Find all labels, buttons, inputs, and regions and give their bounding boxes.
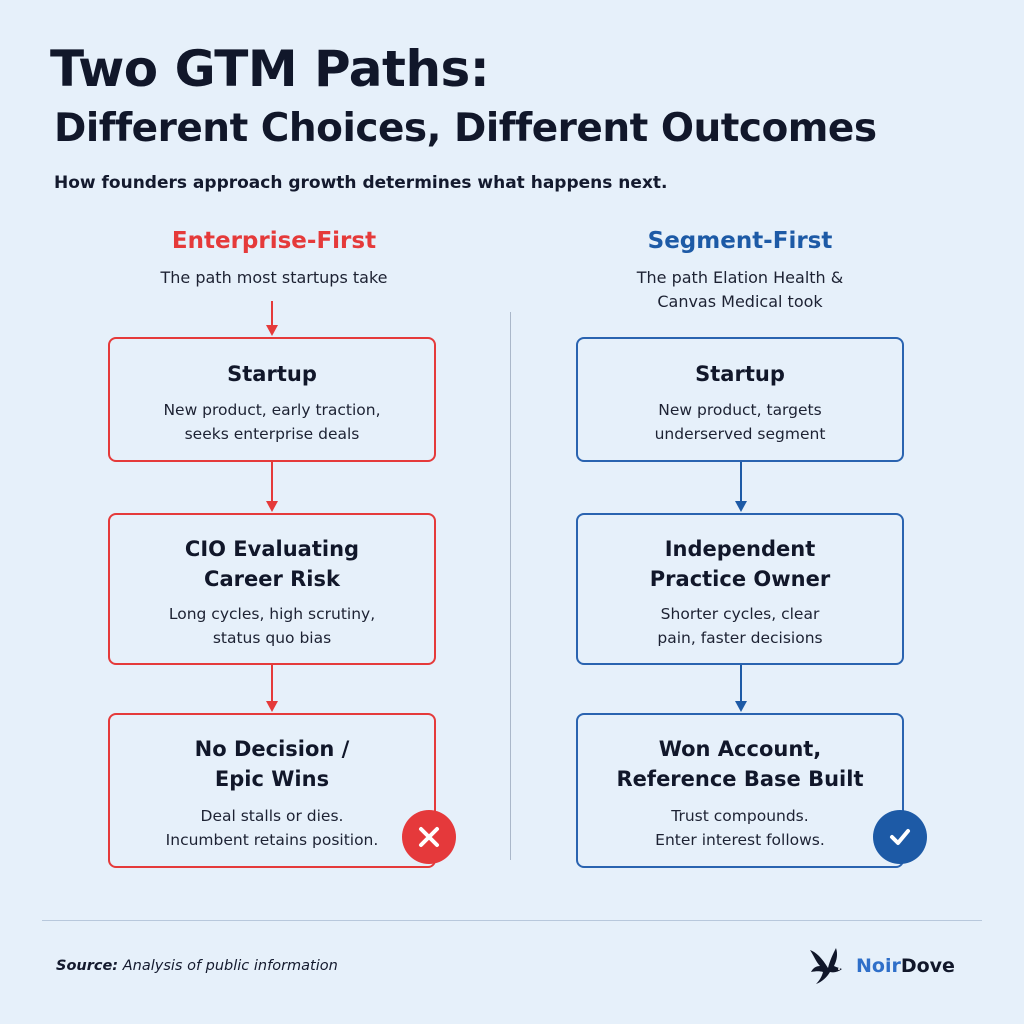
page-title: Two GTM Paths: [50,40,490,98]
left-step-cio: CIO Evaluating Career Risk Long cycles, … [108,513,436,665]
left-step-outcome: No Decision / Epic Wins Deal stalls or d… [108,713,436,868]
column-divider [510,312,511,860]
check-icon [873,810,927,864]
x-icon [402,810,456,864]
segment-first-heading: Segment-First [647,228,833,254]
page-title-line2: Different Choices, Different Outcomes [54,106,877,151]
noirdove-logo: NoirDove [806,944,955,988]
right-step-startup: Startup New product, targets underserved… [576,337,904,462]
footer-divider [42,920,982,921]
right-step-practice-owner: Independent Practice Owner Shorter cycle… [576,513,904,665]
enterprise-first-heading: Enterprise-First [171,228,377,254]
dove-icon [810,948,842,984]
source-note: Source: Analysis of public information [56,958,338,974]
segment-first-subheading: The path Elation Health & Canvas Medical… [636,268,844,311]
right-step-outcome: Won Account, Reference Base Built Trust … [576,713,904,868]
page-subtitle: How founders approach growth determines … [54,173,668,193]
left-step-startup: Startup New product, early traction, see… [108,337,436,462]
enterprise-first-subheading: The path most startups take [160,268,388,287]
